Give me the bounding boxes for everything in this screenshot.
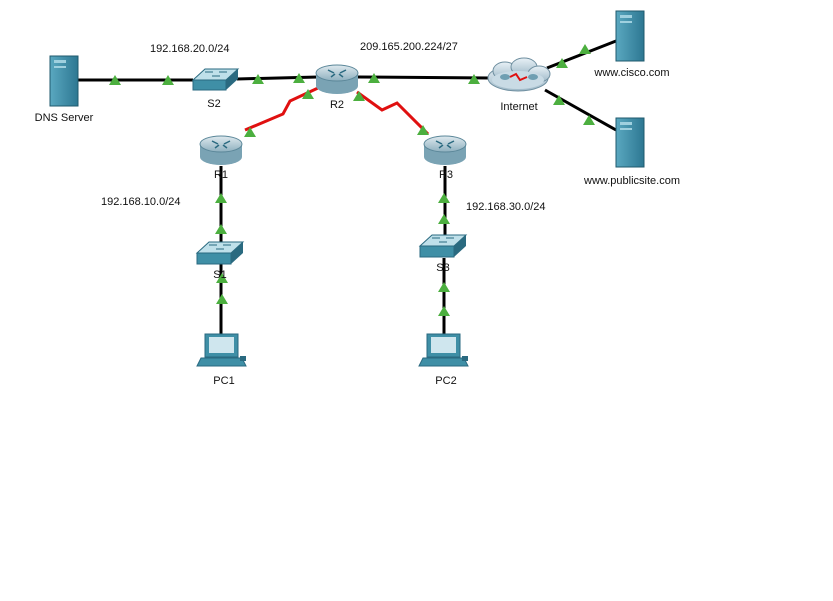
link-up-triangle [162,75,174,85]
server-icon [615,117,645,168]
link-up-triangle [216,273,228,283]
pc1-device[interactable]: PC1 [196,333,247,387]
pc-icon [196,333,247,367]
link-up-triangle [579,44,591,54]
dns-server-device[interactable]: DNS Server [35,55,94,124]
cloud-icon [487,57,551,92]
router-r1-label: R1 [214,169,228,181]
link-up-triangle [252,74,264,84]
link-up-triangle [438,282,450,292]
link-up-triangle [438,193,450,203]
link-up-triangle [216,294,228,304]
publicsite-server-label: www.publicsite.com [583,175,680,187]
switch-s1-device[interactable]: S1 [195,241,245,281]
pc1-label: PC1 [213,375,234,387]
link-up-triangle [244,127,256,137]
publicsite-server-device[interactable]: www.publicsite.com [583,117,680,187]
internet-cloud-device[interactable]: Internet [487,57,551,113]
link-up-triangle [417,125,429,135]
link-r2-internet[interactable] [357,75,491,80]
link-s2-r2[interactable] [236,75,319,81]
switch-icon [418,234,468,258]
link-internet-publicsite[interactable] [544,88,617,132]
switch-s3-label: S3 [436,262,449,274]
network-label-192-168-30: 192.168.30.0/24 [466,201,546,213]
network-label-209-165-200: 209.165.200.224/27 [360,41,458,53]
link-up-triangle [438,306,450,316]
link-up-triangle [215,224,227,234]
switch-s2-device[interactable]: S2 [191,68,240,110]
switch-s3-device[interactable]: S3 [418,234,468,274]
internet-label: Internet [500,101,537,113]
link-internet-cisco[interactable] [546,39,617,70]
cisco-server-device[interactable]: www.cisco.com [593,10,670,79]
link-up-triangle [215,193,227,203]
link-r2-r1-serial[interactable] [244,86,319,132]
switch-s1-label: S1 [213,269,226,281]
link-r2-r3-serial[interactable] [356,90,430,136]
switch-icon [191,68,240,91]
link-up-triangle [293,73,305,83]
router-r2-label: R2 [330,99,344,111]
router-r3-label: R3 [439,169,453,181]
server-icon [49,55,79,107]
server-icon [615,10,645,62]
cisco-server-label: www.cisco.com [593,67,669,79]
network-label-192-168-20: 192.168.20.0/24 [150,43,230,55]
link-up-triangle [368,73,380,83]
link-up-triangle [109,75,121,85]
pc2-device[interactable]: PC2 [418,333,469,387]
switch-icon [195,241,245,265]
link-up-triangle [468,74,480,84]
link-up-triangle [553,95,565,105]
link-up-triangle [302,89,314,99]
pc2-label: PC2 [435,375,456,387]
router-icon [423,135,467,165]
link-status-indicators [109,44,595,316]
router-r3-device[interactable]: R3 [423,135,467,181]
link-up-triangle [583,115,595,125]
pc-icon [418,333,469,367]
router-icon [315,64,359,94]
router-icon [199,135,243,165]
switch-s2-label: S2 [207,98,220,110]
router-r2-device[interactable]: R2 [315,64,359,111]
router-r1-device[interactable]: R1 [199,135,243,181]
network-label-192-168-10: 192.168.10.0/24 [101,196,181,208]
link-up-triangle [556,58,568,68]
link-up-triangle [438,214,450,224]
link-up-triangle [353,91,365,101]
dns-server-label: DNS Server [35,112,94,124]
